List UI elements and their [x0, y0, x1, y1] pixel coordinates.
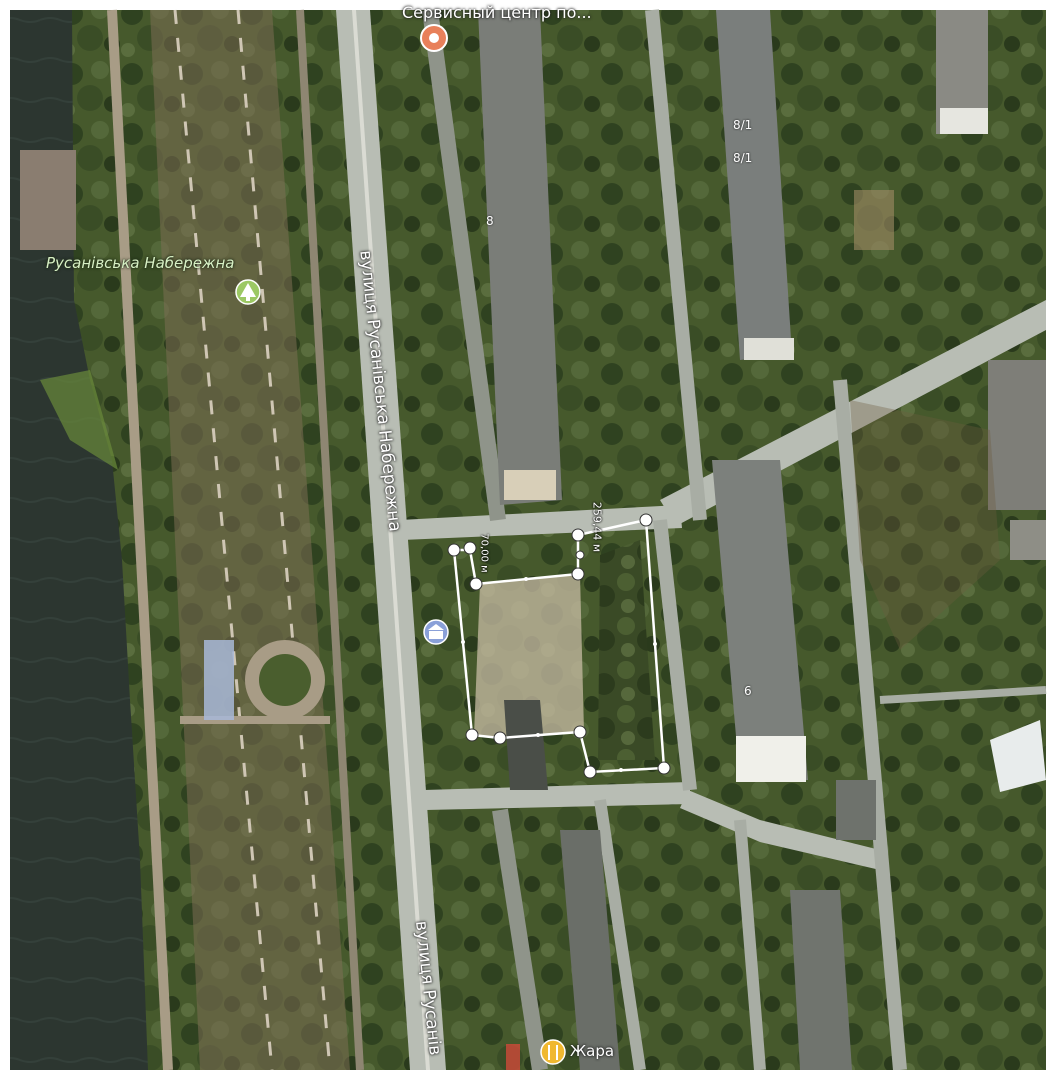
building-right — [988, 360, 1046, 510]
vertex-handle — [575, 550, 585, 560]
building-left — [20, 150, 76, 250]
vertex-handle — [469, 577, 483, 591]
park-label[interactable]: Русанівська Набережна — [46, 254, 235, 272]
measurement-polygon — [447, 513, 671, 779]
building-6 — [712, 460, 808, 782]
park-tree-icon — [235, 279, 261, 305]
building-8-1 — [716, 10, 792, 360]
service-center-pin-icon — [420, 24, 448, 52]
vertex-handle — [571, 528, 585, 542]
measurement-label-right: 259,44 м — [590, 501, 604, 553]
vertex-handle — [657, 761, 671, 775]
construction-lot — [474, 574, 584, 738]
landmark-icon — [423, 619, 449, 645]
building-8 — [478, 10, 562, 505]
building-number: 6 — [744, 684, 752, 698]
building-bottom-right — [790, 890, 852, 1070]
vertex-handle — [447, 543, 461, 557]
building-number: 8/1 — [733, 118, 753, 132]
vertex-handle — [493, 731, 507, 745]
service-center-label[interactable]: Сервисный центр по... — [402, 3, 592, 22]
vertex-handle — [639, 513, 653, 527]
restaurant-icon — [540, 1039, 566, 1065]
vertex-handle — [573, 725, 587, 739]
building-number: 8 — [486, 214, 494, 228]
building-number: 8/1 — [733, 151, 753, 165]
embankment-promenade — [150, 10, 350, 1070]
vertex-handle — [571, 567, 585, 581]
vertex-handle — [465, 728, 479, 742]
vertex-handle — [583, 765, 597, 779]
road-upper — [400, 505, 682, 540]
river — [10, 10, 148, 1070]
measurement-label-left: 70,00 м — [478, 533, 490, 573]
vertex-handle — [463, 541, 477, 555]
road-lower — [424, 782, 690, 810]
poi-label-bottom[interactable]: Жара — [570, 1042, 615, 1060]
